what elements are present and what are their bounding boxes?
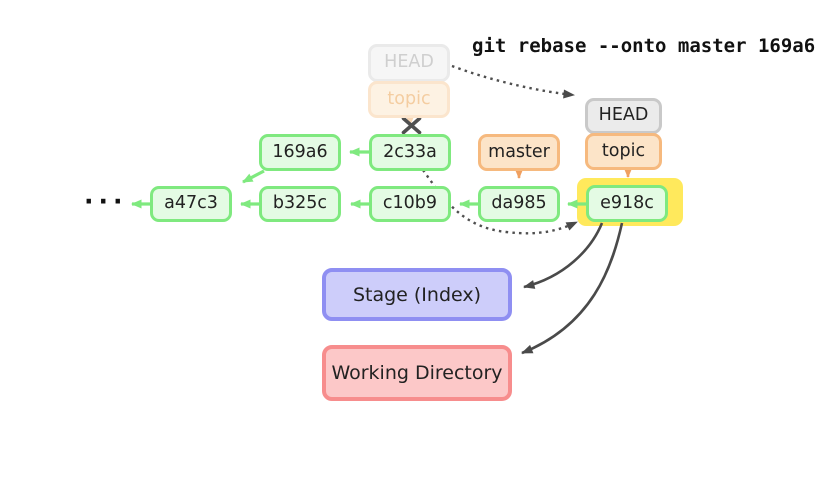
arrow-e918c-to-stage xyxy=(523,222,604,289)
rebase-command-text: git rebase --onto master 169a6 xyxy=(472,35,816,57)
commit-da985: da985 xyxy=(478,186,560,222)
ghost-topic-label: topic xyxy=(368,81,450,118)
parent-arrows xyxy=(131,147,586,209)
commit-a47c3: a47c3 xyxy=(150,186,232,222)
stage-index-box: Stage (Index) xyxy=(322,268,512,321)
arrow-169a6-to-a47c3 xyxy=(242,169,265,184)
ref-arrows xyxy=(515,168,632,179)
ref-head-label: HEAD xyxy=(585,98,662,134)
commit-c10b9: c10b9 xyxy=(369,186,451,222)
history-ellipsis: ··· xyxy=(84,187,128,216)
arrow-e918c-to-working-directory xyxy=(521,222,624,355)
ghost-head-label: HEAD xyxy=(368,44,450,82)
ref-master-label: master xyxy=(478,134,560,171)
arrow-ghost-head-to-head xyxy=(451,64,575,99)
working-directory-box: Working Directory xyxy=(322,345,512,401)
crossed-out-x-icon xyxy=(401,116,422,135)
commit-2c33a: 2c33a xyxy=(369,134,451,171)
commit-b325c: b325c xyxy=(259,186,341,222)
commit-169a6: 169a6 xyxy=(259,134,341,171)
ref-topic-label: topic xyxy=(585,133,662,170)
checkout-arrows xyxy=(521,222,624,355)
commit-e918c: e918c xyxy=(586,185,668,222)
